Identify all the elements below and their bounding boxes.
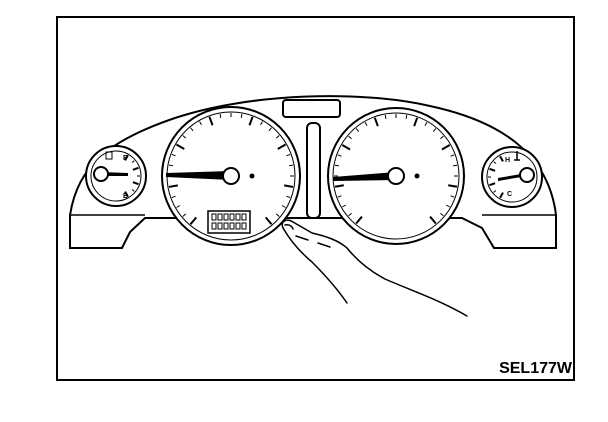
dial-tick	[441, 144, 451, 151]
dial-tick	[132, 166, 139, 171]
dial-tick	[275, 135, 280, 139]
dial-tick	[355, 215, 363, 225]
dial-tick	[286, 153, 291, 157]
odometer-digit-cell	[241, 222, 247, 230]
dial-tick	[189, 216, 198, 225]
odometer-digit-cell	[217, 222, 223, 230]
fuel-full-label: F	[123, 155, 128, 162]
dial-tick	[168, 164, 173, 167]
dial-tick	[286, 195, 291, 199]
center-divider	[306, 122, 321, 219]
dial-tick	[275, 213, 280, 217]
odometer-digit-cell	[211, 222, 217, 230]
temp-cold-label: C	[507, 191, 512, 198]
dial-tick	[440, 135, 444, 140]
odometer-digit-cell	[217, 213, 223, 221]
dial-tick	[175, 143, 185, 150]
dial-tick	[171, 153, 176, 157]
dial-tick	[176, 205, 181, 208]
odometer-digits	[211, 213, 247, 230]
figure-frame	[56, 16, 575, 381]
dial-tick	[268, 127, 272, 132]
dial-tick	[373, 117, 379, 127]
thermometer-icon	[514, 151, 520, 161]
dial-tick	[341, 144, 351, 151]
odometer-digit-cell	[211, 213, 217, 221]
odometer-digit-cell	[235, 222, 241, 230]
dial-tick	[424, 122, 428, 127]
odometer-digit-cell	[241, 213, 247, 221]
dial-tick	[440, 212, 444, 217]
dial-tick	[499, 192, 504, 199]
temperature-gauge: H C	[481, 146, 543, 208]
dial-tick	[190, 127, 194, 132]
speedometer-dial	[327, 107, 465, 245]
tachometer-dial	[161, 106, 301, 246]
odometer-digit-cell	[235, 213, 241, 221]
dial-tick	[284, 184, 294, 188]
speedometer-ticks	[334, 114, 458, 225]
dial-tick	[182, 135, 187, 139]
dial-tick	[334, 184, 344, 188]
dial-tick	[131, 160, 135, 163]
odometer-digit-cell	[229, 213, 235, 221]
dial-tick	[499, 155, 504, 162]
hand-pressing-button	[281, 219, 468, 317]
dial-tick	[219, 113, 222, 118]
dial-tick	[289, 164, 294, 167]
dial-tick	[450, 195, 455, 198]
dial-tick	[264, 216, 273, 225]
tachometer-needle	[166, 171, 231, 180]
dial-tick	[429, 215, 437, 225]
tachometer-hub	[222, 167, 240, 185]
dial-tick	[348, 135, 352, 140]
dial-tick	[384, 114, 387, 119]
top-display-window	[282, 99, 341, 118]
dial-tick	[277, 143, 287, 150]
dial-tick	[124, 191, 129, 198]
temp-hot-label: H	[505, 157, 510, 164]
speedometer-hub	[387, 167, 405, 185]
dial-tick	[348, 212, 352, 217]
dial-tick	[489, 182, 496, 187]
fuel-pump-icon	[105, 151, 113, 160]
fuel-gauge: F E	[85, 145, 147, 207]
dial-tick	[337, 154, 342, 157]
odometer-digit-cell	[223, 222, 229, 230]
dial-tick	[445, 204, 450, 208]
dial-tick	[413, 117, 419, 127]
dial-tick	[405, 114, 408, 119]
dial-tick	[364, 122, 368, 127]
speedometer-needle	[333, 172, 396, 181]
dial-tick	[453, 164, 458, 167]
figure-code-label: SEL177W	[499, 360, 573, 377]
dial-tick	[168, 184, 178, 188]
dial-tick	[199, 121, 202, 126]
dial-tick	[337, 195, 342, 198]
dial-tick	[182, 213, 187, 217]
dial-tick	[450, 154, 455, 157]
dial-tick	[260, 121, 263, 126]
dial-tick	[131, 189, 135, 192]
dial-tick	[132, 181, 139, 186]
dial-tick	[281, 205, 286, 208]
dial-tick	[334, 164, 339, 167]
dial-tick	[171, 195, 176, 199]
dial-tick	[355, 128, 360, 132]
odometer-digit-cell	[229, 222, 235, 230]
dial-tick	[489, 167, 496, 172]
dial-tick	[493, 190, 497, 193]
dial-tick	[124, 154, 129, 161]
dial-tick	[493, 161, 497, 164]
dial-tick	[432, 128, 437, 132]
odometer-digit-cell	[223, 213, 229, 221]
dial-tick	[240, 113, 243, 118]
dial-tick	[342, 204, 347, 208]
dial-tick	[248, 116, 254, 126]
dial-tick	[448, 184, 458, 188]
fuel-empty-label: E	[123, 193, 128, 200]
dial-tick	[208, 116, 214, 126]
